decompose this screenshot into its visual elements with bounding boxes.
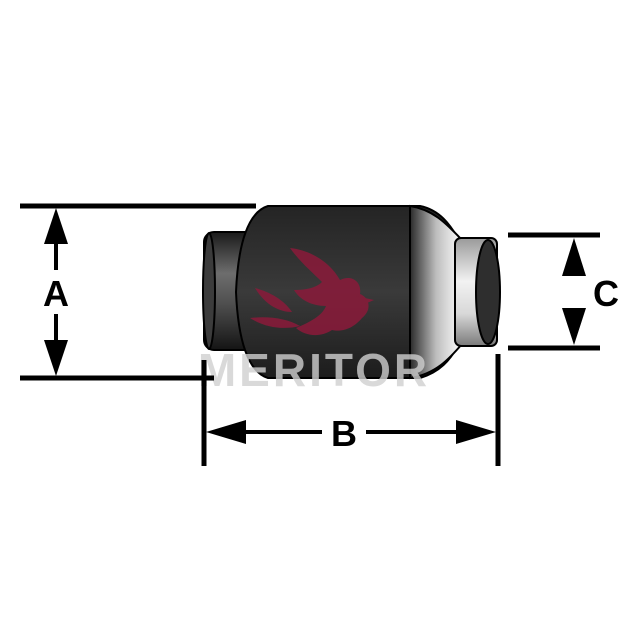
watermark-text: MERITOR [198, 344, 430, 396]
meritor-bull-logo [250, 248, 374, 336]
bull-horn-shape [255, 288, 292, 312]
dimension-b-label: B [331, 413, 357, 454]
dimension-a: A [20, 203, 256, 381]
dimension-c-down-arrow [562, 308, 586, 345]
dimension-b: B [201, 354, 501, 466]
dimension-b-left-arrow [206, 420, 246, 444]
dimension-a-label: A [43, 273, 69, 314]
dimension-c-label: C [593, 273, 619, 314]
dimension-a-up-arrow [44, 208, 68, 244]
bull-head-shape [290, 248, 369, 336]
dimension-c: C [508, 232, 619, 351]
bull-wing-shape [250, 317, 300, 328]
dimension-c-up-arrow [562, 238, 586, 276]
bull-snout-shape [356, 296, 374, 306]
left-sleeve-end [202, 232, 216, 350]
dimension-a-down-arrow [44, 340, 68, 376]
right-sleeve-bore [475, 239, 501, 345]
dimension-b-right-arrow [456, 420, 496, 444]
